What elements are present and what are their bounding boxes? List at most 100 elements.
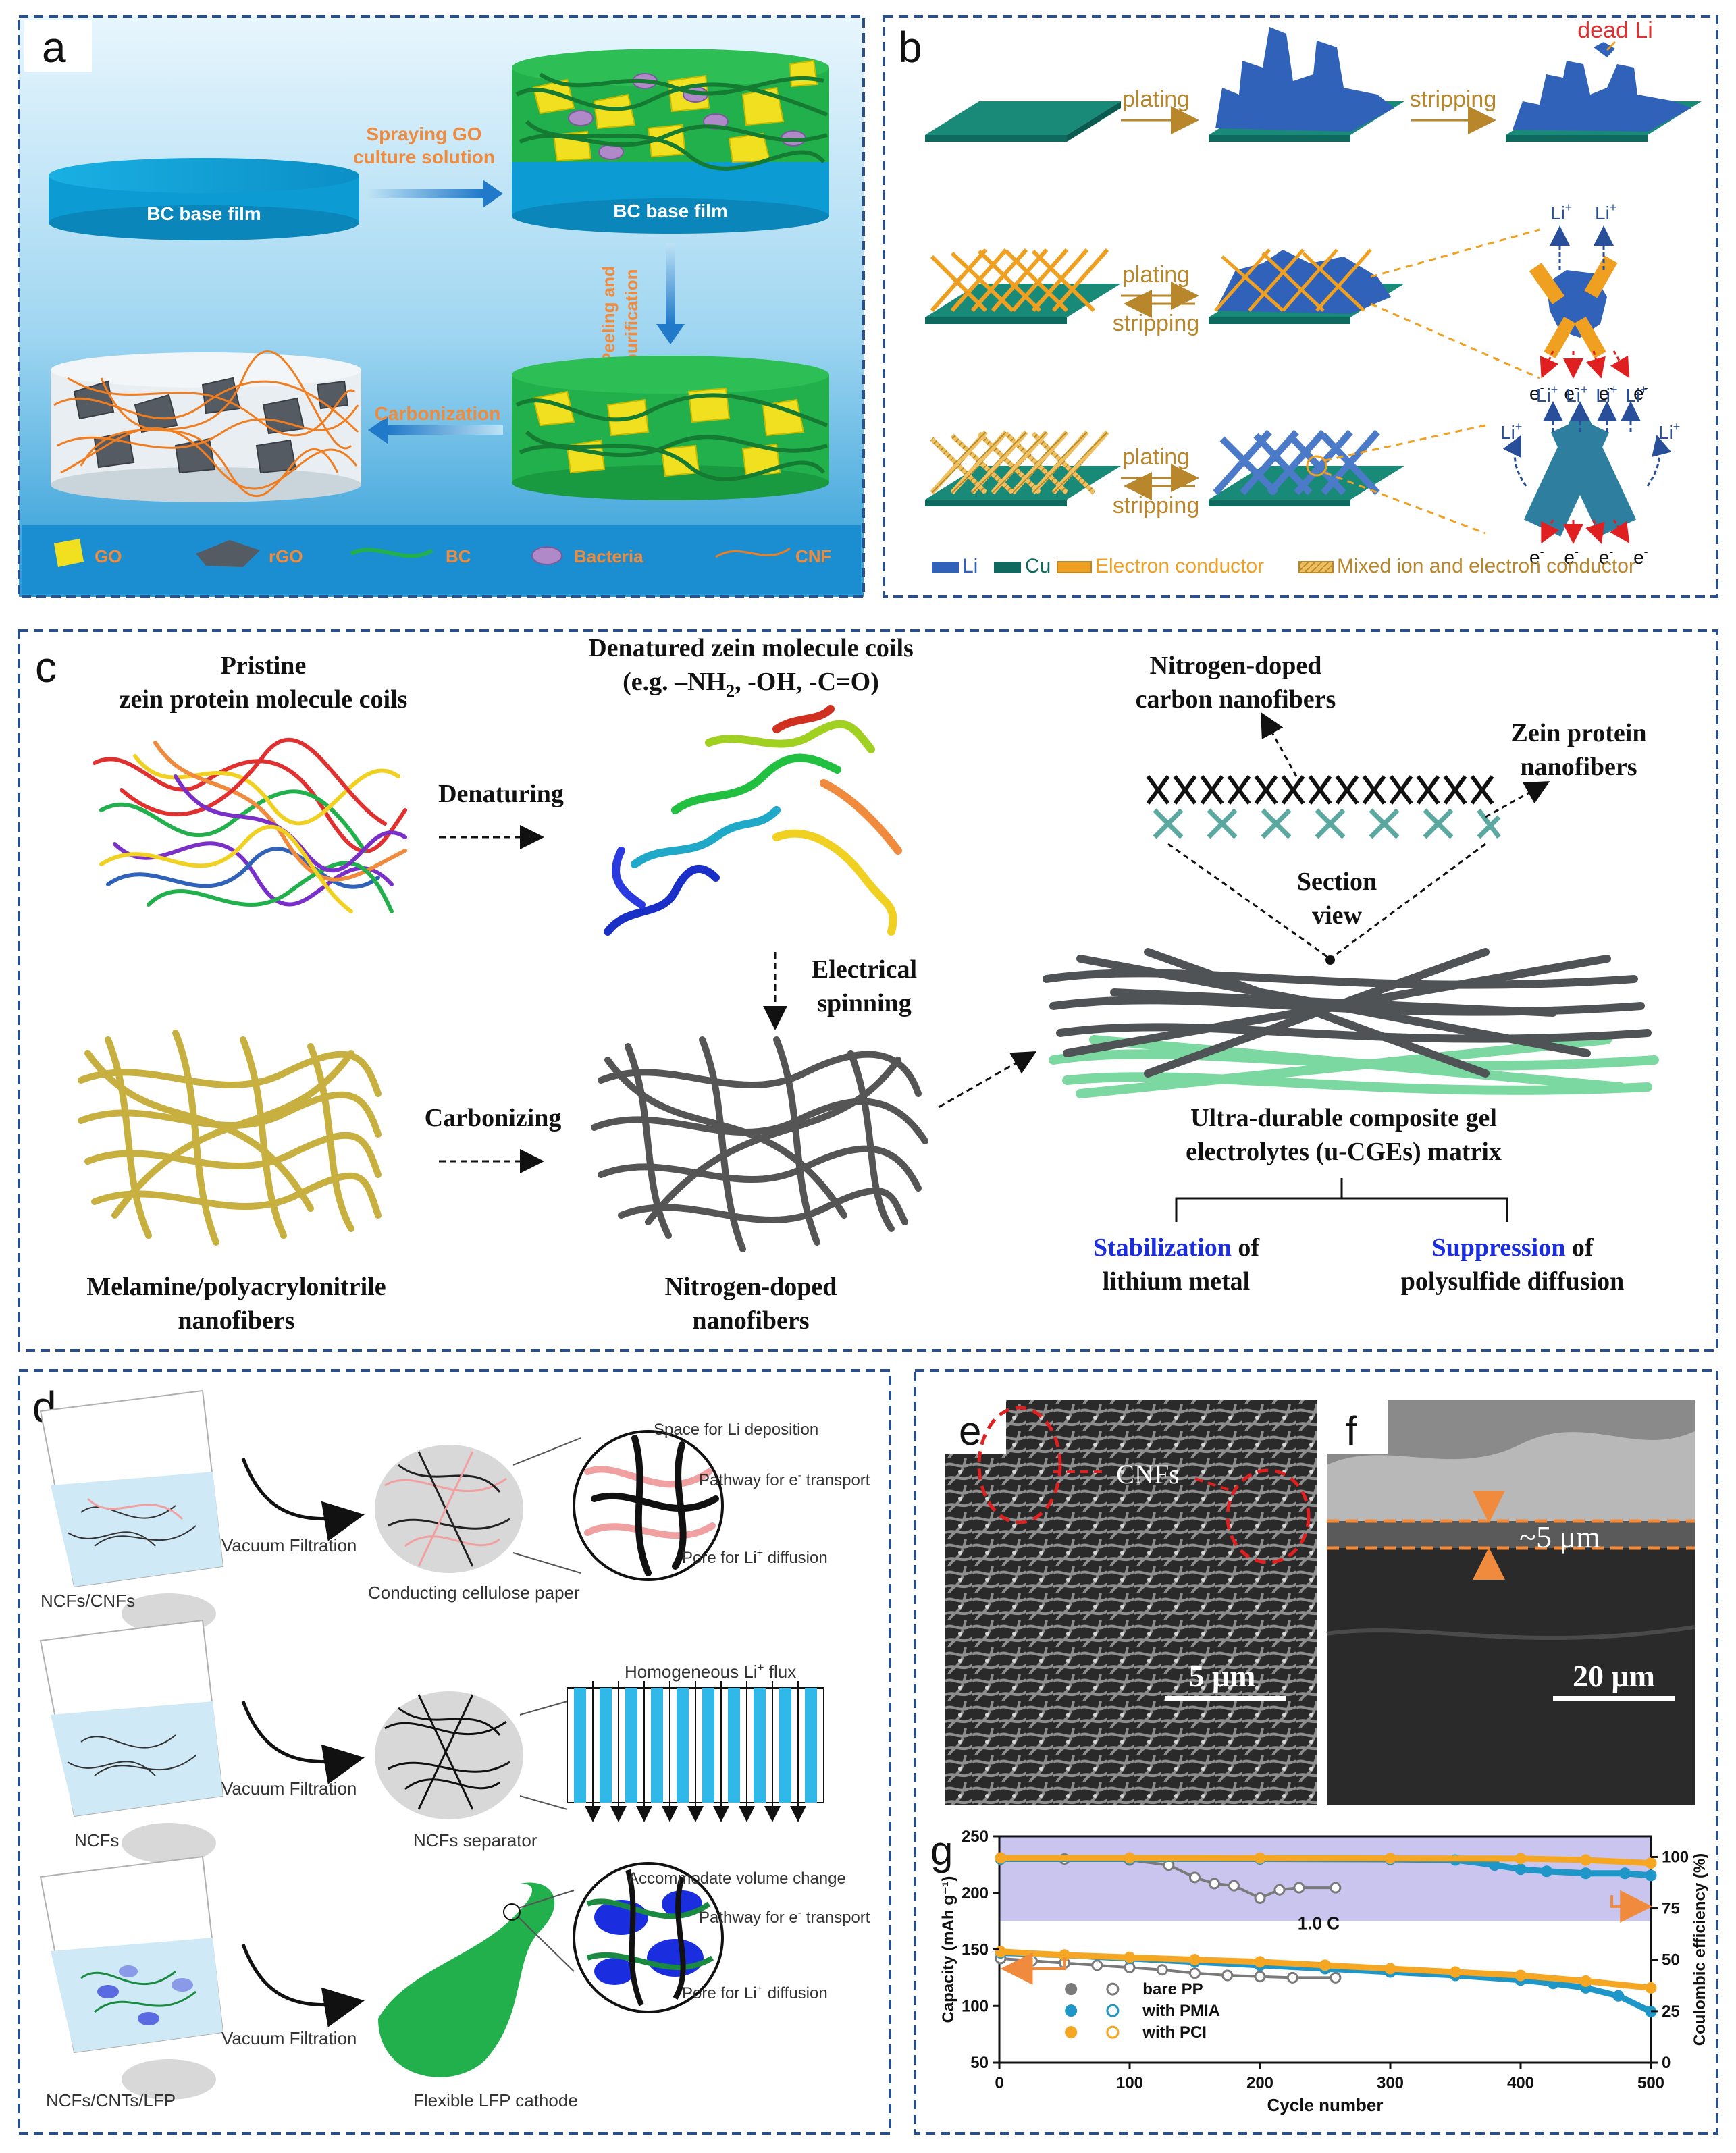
homogeneous-label: Homogeneous Li+ flux — [625, 1661, 796, 1682]
li-ion-row3-left: Li+ — [1500, 420, 1522, 443]
panel-e-letter: e — [959, 1408, 981, 1454]
data-point — [1645, 1857, 1657, 1869]
beaker-ncfs-cnfs — [39, 1389, 224, 1634]
conducting-paper-zoom — [573, 1430, 724, 1581]
data-point — [1450, 1966, 1461, 1978]
capacity-axis-indicator — [1000, 1952, 1066, 1985]
y-tick-label: 250 — [962, 1828, 989, 1846]
scale-bar-f — [1553, 1696, 1675, 1701]
data-point — [1541, 1865, 1553, 1878]
data-point — [1293, 1882, 1305, 1894]
y2-tick-label: 50 — [1662, 1951, 1680, 1969]
legend-bacteria: Bacteria — [574, 546, 643, 566]
denatured-label-2: (e.g. –NH2, -OH, -C=O) — [623, 668, 879, 701]
pristine-zein-coils — [93, 737, 407, 913]
spraying-label-1: Spraying GO — [366, 124, 481, 144]
conducting-cellulose-paper — [375, 1445, 523, 1573]
nitrogen-doped-label-2: nanofibers — [692, 1306, 809, 1335]
data-point — [1580, 1854, 1592, 1866]
section-view-layers — [1146, 712, 1550, 965]
data-point — [1091, 1959, 1103, 1971]
conductor-scaffold-plated — [1209, 248, 1404, 324]
stabilization-line-2: lithium metal — [1103, 1267, 1250, 1296]
scale-bar-f-label: 20 μm — [1573, 1659, 1655, 1693]
carbonization-arrow — [388, 425, 503, 435]
ncnf-label-2: carbon nanofibers — [1136, 685, 1336, 714]
panel-a-legend-strip — [22, 525, 861, 594]
data-point — [1330, 1882, 1342, 1894]
thickness-label: ~5 μm — [1519, 1520, 1600, 1554]
data-point — [1228, 1880, 1240, 1892]
carbonizing-label: Carbonizing — [425, 1104, 562, 1132]
electron-labels-row2: e- e- e- e- — [1529, 375, 1648, 404]
scale-bar-e-label: 5 μm — [1189, 1659, 1256, 1693]
efficiency-axis-indicator — [1610, 1890, 1653, 1923]
data-point — [1330, 1971, 1342, 1984]
data-point — [1384, 1963, 1396, 1975]
panel-f-letter-box — [1327, 1400, 1388, 1454]
data-point — [1189, 1871, 1201, 1884]
ucge-label-1: Ultra-durable composite gel — [1190, 1104, 1497, 1132]
data-point — [1254, 1956, 1266, 1968]
panel-e-letter-box — [945, 1400, 1006, 1454]
melamine-label-1: Melamine/polyacrylonitrile — [86, 1273, 386, 1301]
space-li-label: Space for Li deposition — [654, 1420, 818, 1439]
sem-image-e — [945, 1400, 1317, 1805]
y-tick-label: 200 — [962, 1884, 989, 1903]
mixed-conductor-zoom: Li+ Li+ Li+ Li+ Li+ Li+ e- e- e- e- — [1500, 383, 1680, 568]
spraying-label-2: culture solution — [353, 147, 495, 167]
li-ion-label-1: Li+ — [1550, 201, 1572, 223]
x-tick-label: 500 — [1637, 2074, 1664, 2092]
legend-label: with PCI — [1142, 2023, 1207, 2042]
data-point — [1273, 1884, 1286, 1896]
panel-b: b plating stripping dead Li — [883, 15, 1718, 598]
panel-a-letter: a — [42, 23, 66, 72]
legend-cu: Cu — [1025, 555, 1051, 577]
pathway-e-label-2: Pathway for e- transport — [699, 1907, 870, 1927]
pristine-label-2: zein protein molecule coils — [120, 685, 408, 714]
y2-tick-label: 75 — [1662, 1900, 1680, 1918]
pore-li-label-1: Pore for Li+ diffusion — [682, 1547, 828, 1567]
data-point — [1515, 1853, 1527, 1865]
filtration-arrow-2 — [241, 1701, 365, 1784]
nitrogen-doped-label-1: Nitrogen-doped — [665, 1273, 837, 1301]
plating-label-row1: plating — [1122, 86, 1190, 112]
filtration-arrow-3 — [241, 1944, 365, 2027]
cnfs-label: CNFs — [1116, 1459, 1179, 1489]
data-point — [1645, 1982, 1657, 1994]
legend-go: GO — [95, 546, 122, 566]
vacuum-label-2: Vacuum Filtration — [221, 1778, 357, 1799]
conductor-li-zoom: Li+ Li+ e- e- e- e- — [1529, 201, 1648, 404]
data-point — [1319, 1959, 1331, 1971]
to-ucge-arrow — [938, 1051, 1037, 1109]
ucge-label-2: electrolytes (u-CGEs) matrix — [1186, 1138, 1502, 1166]
ncfs-separator-disc — [375, 1691, 523, 1819]
filtration-arrow-1 — [241, 1458, 365, 1541]
denaturing-label: Denaturing — [438, 780, 564, 808]
data-point — [1580, 1975, 1592, 1987]
y2-tick-label: 25 — [1662, 2002, 1680, 2021]
legend-marker-open — [1106, 2025, 1120, 2039]
bc-legend-icon — [350, 548, 433, 558]
melamine-label-2: nanofibers — [178, 1306, 294, 1335]
cu-legend-swatch — [994, 562, 1021, 573]
stripping-label-row1: stripping — [1410, 86, 1497, 112]
y2-axis-label: Coulombic efficiency (%) — [1691, 1853, 1709, 2046]
panel-c: c Pristine zein protein molecule coils D… — [18, 629, 1718, 1352]
electron-labels-row3: e- e- e- e- — [1529, 539, 1648, 568]
sem-image-f — [1326, 1400, 1695, 1805]
legend-marker-open — [1106, 1982, 1120, 1996]
li-ion-row3-right: Li+ — [1658, 420, 1680, 443]
purified-go-bc-disc — [512, 356, 829, 500]
panel-a-letter-box — [24, 20, 92, 72]
rgo-legend-icon — [196, 540, 260, 567]
pore-li-label-2: Pore for Li+ diffusion — [682, 1983, 828, 2002]
x-tick-label: 300 — [1377, 2074, 1404, 2092]
data-point — [1156, 1964, 1168, 1976]
plating-label-row2: plating — [1122, 262, 1190, 288]
electrical-spinning-2: spinning — [817, 989, 911, 1017]
legend-rgo: rGO — [269, 546, 303, 566]
beaker-ncfs — [39, 1619, 224, 1863]
